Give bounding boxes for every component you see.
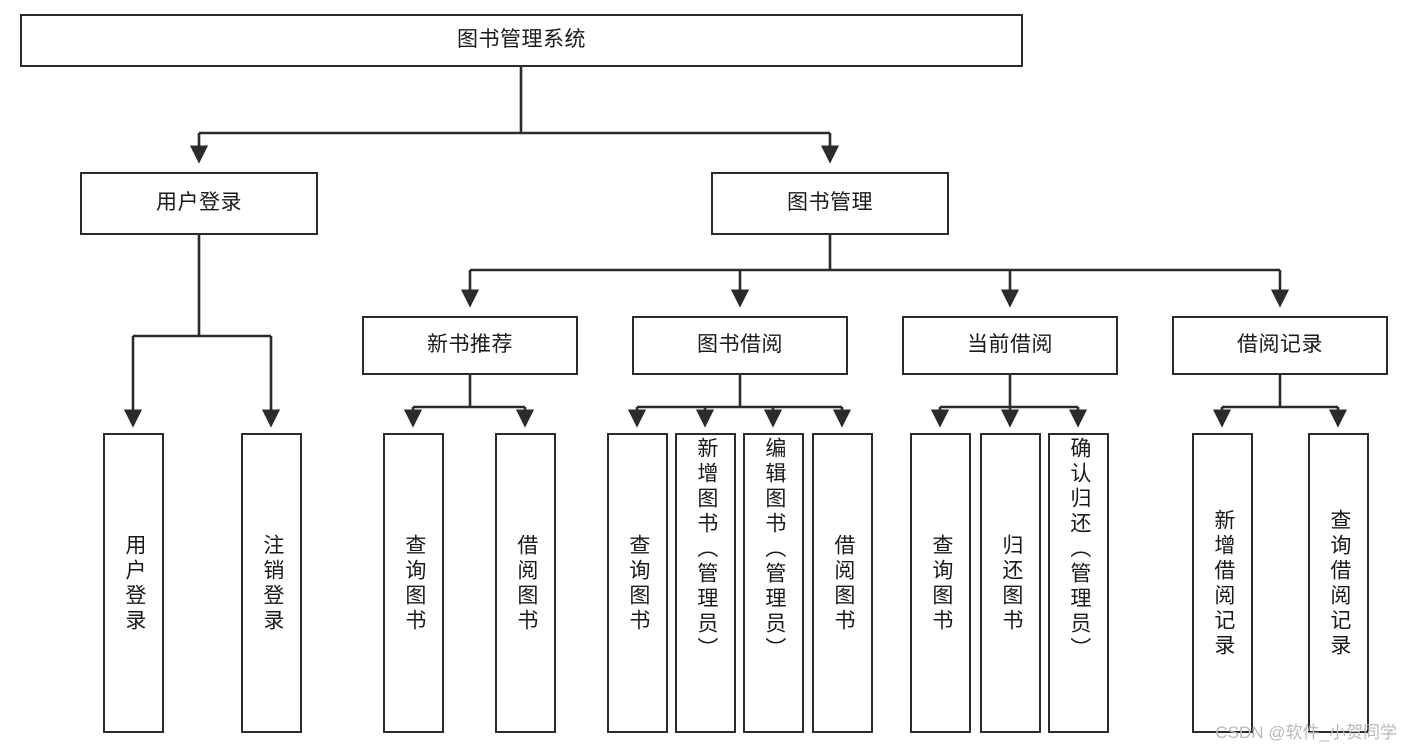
node-borrow-record-label: 借阅记录 <box>1237 333 1323 357</box>
node-leaf-add-record-label: 新增借阅记录 <box>1211 509 1235 659</box>
node-leaf-user-login[interactable]: 用户登录 <box>103 433 164 733</box>
node-leaf-query-book-2[interactable]: 查询图书 <box>607 433 668 733</box>
node-leaf-borrow-book-1[interactable]: 借阅图书 <box>495 433 556 733</box>
node-leaf-edit-book[interactable]: 编辑图书（管理员） <box>743 433 804 733</box>
node-leaf-logout[interactable]: 注销登录 <box>241 433 302 733</box>
node-user-login[interactable]: 用户登录 <box>80 172 318 235</box>
node-leaf-confirm-return[interactable]: 确认归还（管理员） <box>1048 433 1109 733</box>
node-new-book-rec[interactable]: 新书推荐 <box>362 316 578 375</box>
node-leaf-edit-book-label: 编辑图书（管理员） <box>762 437 786 662</box>
node-book-manage-label: 图书管理 <box>787 191 873 215</box>
node-new-book-rec-label: 新书推荐 <box>427 333 513 357</box>
node-book-manage[interactable]: 图书管理 <box>711 172 949 235</box>
node-book-borrow[interactable]: 图书借阅 <box>632 316 848 375</box>
node-leaf-confirm-return-label: 确认归还（管理员） <box>1067 437 1091 662</box>
node-leaf-borrow-book-1-label: 借阅图书 <box>514 534 538 634</box>
node-leaf-query-record-label: 查询借阅记录 <box>1327 509 1351 659</box>
node-leaf-borrow-book-2-label: 借阅图书 <box>831 534 855 634</box>
node-leaf-user-login-label: 用户登录 <box>122 534 146 634</box>
node-leaf-add-record[interactable]: 新增借阅记录 <box>1192 433 1253 733</box>
node-root-label: 图书管理系统 <box>457 28 586 52</box>
node-leaf-query-book-3-label: 查询图书 <box>929 534 953 634</box>
node-borrow-record[interactable]: 借阅记录 <box>1172 316 1388 375</box>
node-user-login-label: 用户登录 <box>156 191 242 215</box>
node-leaf-query-record[interactable]: 查询借阅记录 <box>1308 433 1369 733</box>
node-book-borrow-label: 图书借阅 <box>697 333 783 357</box>
node-current-borrow[interactable]: 当前借阅 <box>902 316 1118 375</box>
node-leaf-return-book[interactable]: 归还图书 <box>980 433 1041 733</box>
node-current-borrow-label: 当前借阅 <box>967 333 1053 357</box>
node-leaf-add-book[interactable]: 新增图书（管理员） <box>675 433 736 733</box>
node-leaf-query-book-2-label: 查询图书 <box>626 534 650 634</box>
node-leaf-logout-label: 注销登录 <box>260 534 284 634</box>
node-leaf-query-book-3[interactable]: 查询图书 <box>910 433 971 733</box>
node-root[interactable]: 图书管理系统 <box>20 14 1023 67</box>
node-leaf-return-book-label: 归还图书 <box>999 534 1023 634</box>
node-leaf-query-book-1-label: 查询图书 <box>402 534 426 634</box>
node-leaf-add-book-label: 新增图书（管理员） <box>694 437 718 662</box>
node-leaf-query-book-1[interactable]: 查询图书 <box>383 433 444 733</box>
node-leaf-borrow-book-2[interactable]: 借阅图书 <box>812 433 873 733</box>
csdn-watermark: CSDN @软件_小贺同学 <box>1215 723 1397 742</box>
